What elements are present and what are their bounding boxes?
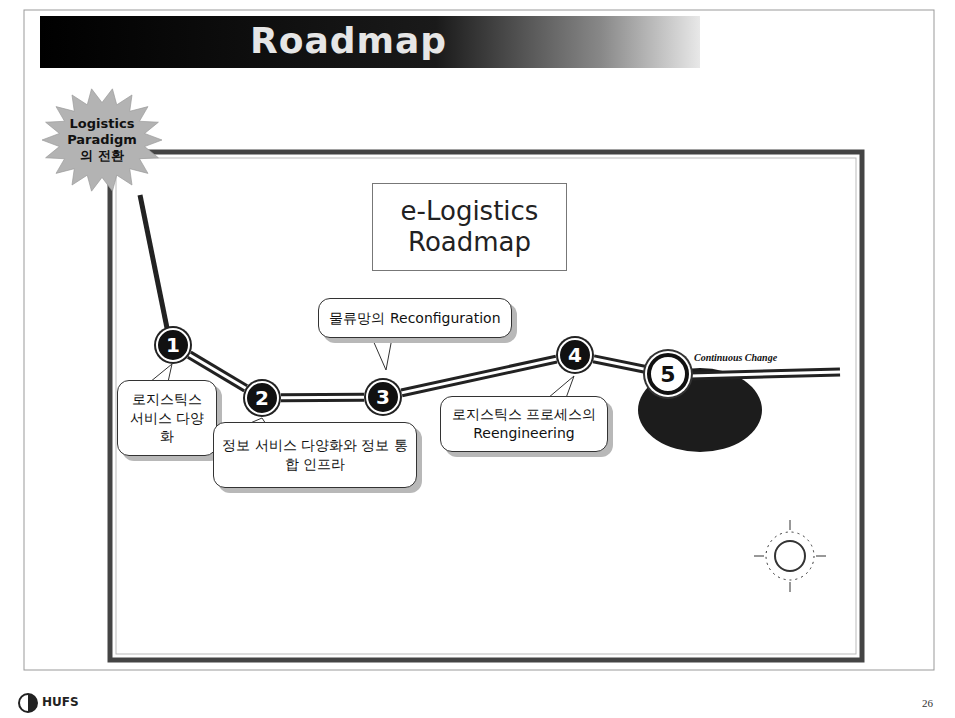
diagram-frame [110, 152, 862, 660]
milestone-circle: 2 [245, 381, 279, 415]
node-text: 로지스틱스 프로세스의 Reengineering [449, 405, 599, 443]
node-text: 로지스틱스 서비스 다양화 [126, 390, 208, 447]
node-text: Logistics Paradigm의 전환 [64, 116, 140, 165]
diagram-frame-inner [116, 158, 856, 654]
milestone-circle: 5 [647, 353, 689, 395]
callout-bubble: 로지스틱스 프로세스의 Reengineering [440, 396, 608, 452]
slide-border [24, 10, 934, 670]
milestone-circle: 1 [156, 328, 190, 362]
road-connector [402, 359, 557, 393]
callout-bubble: 물류망의 Reconfiguration [318, 298, 512, 338]
road-label: Continuous Change [694, 352, 777, 363]
road-connector [281, 397, 364, 399]
starburst-node: Logistics Paradigm의 전환 [42, 88, 162, 192]
road-outer [281, 393, 364, 403]
road-inner [594, 359, 646, 370]
logo-text: HUFS [42, 695, 79, 709]
milestone-circle: 4 [558, 338, 592, 372]
road-inner [281, 396, 364, 400]
road-connector [594, 359, 646, 370]
road-outer [402, 359, 557, 393]
node-text: 1 [166, 333, 180, 357]
title-banner [40, 16, 700, 68]
node-text: 물류망의 Reconfiguration [329, 309, 500, 328]
callout-bubble: 정보 서비스 다양화와 정보 통합 인프라 [213, 422, 417, 488]
node-text: 5 [660, 362, 675, 387]
road-start [140, 195, 167, 328]
slide-title: Roadmap [250, 20, 447, 61]
hufs-logo [19, 694, 37, 712]
milestone-circle: 3 [366, 380, 400, 414]
callout-pointer [548, 376, 574, 398]
node-text: 3 [376, 385, 390, 409]
starburst-shape [42, 89, 162, 191]
road-inner [402, 359, 557, 393]
callout-bubble: 로지스틱스 서비스 다양화 [117, 380, 217, 456]
node-text: 4 [568, 343, 582, 367]
roadmap-title-box: e-Logistics Roadmap [372, 183, 567, 271]
road-outer [594, 359, 646, 370]
page-number: 26 [922, 697, 933, 709]
node-text: 2 [255, 386, 269, 410]
node-text: 정보 서비스 다양화와 정보 통합 인프라 [222, 436, 408, 474]
compass-symbol [754, 520, 826, 592]
road-tail-inner [690, 372, 840, 376]
callout-pointer [372, 338, 392, 370]
node-text: e-Logistics Roadmap [383, 196, 556, 258]
road-tail [690, 372, 840, 376]
